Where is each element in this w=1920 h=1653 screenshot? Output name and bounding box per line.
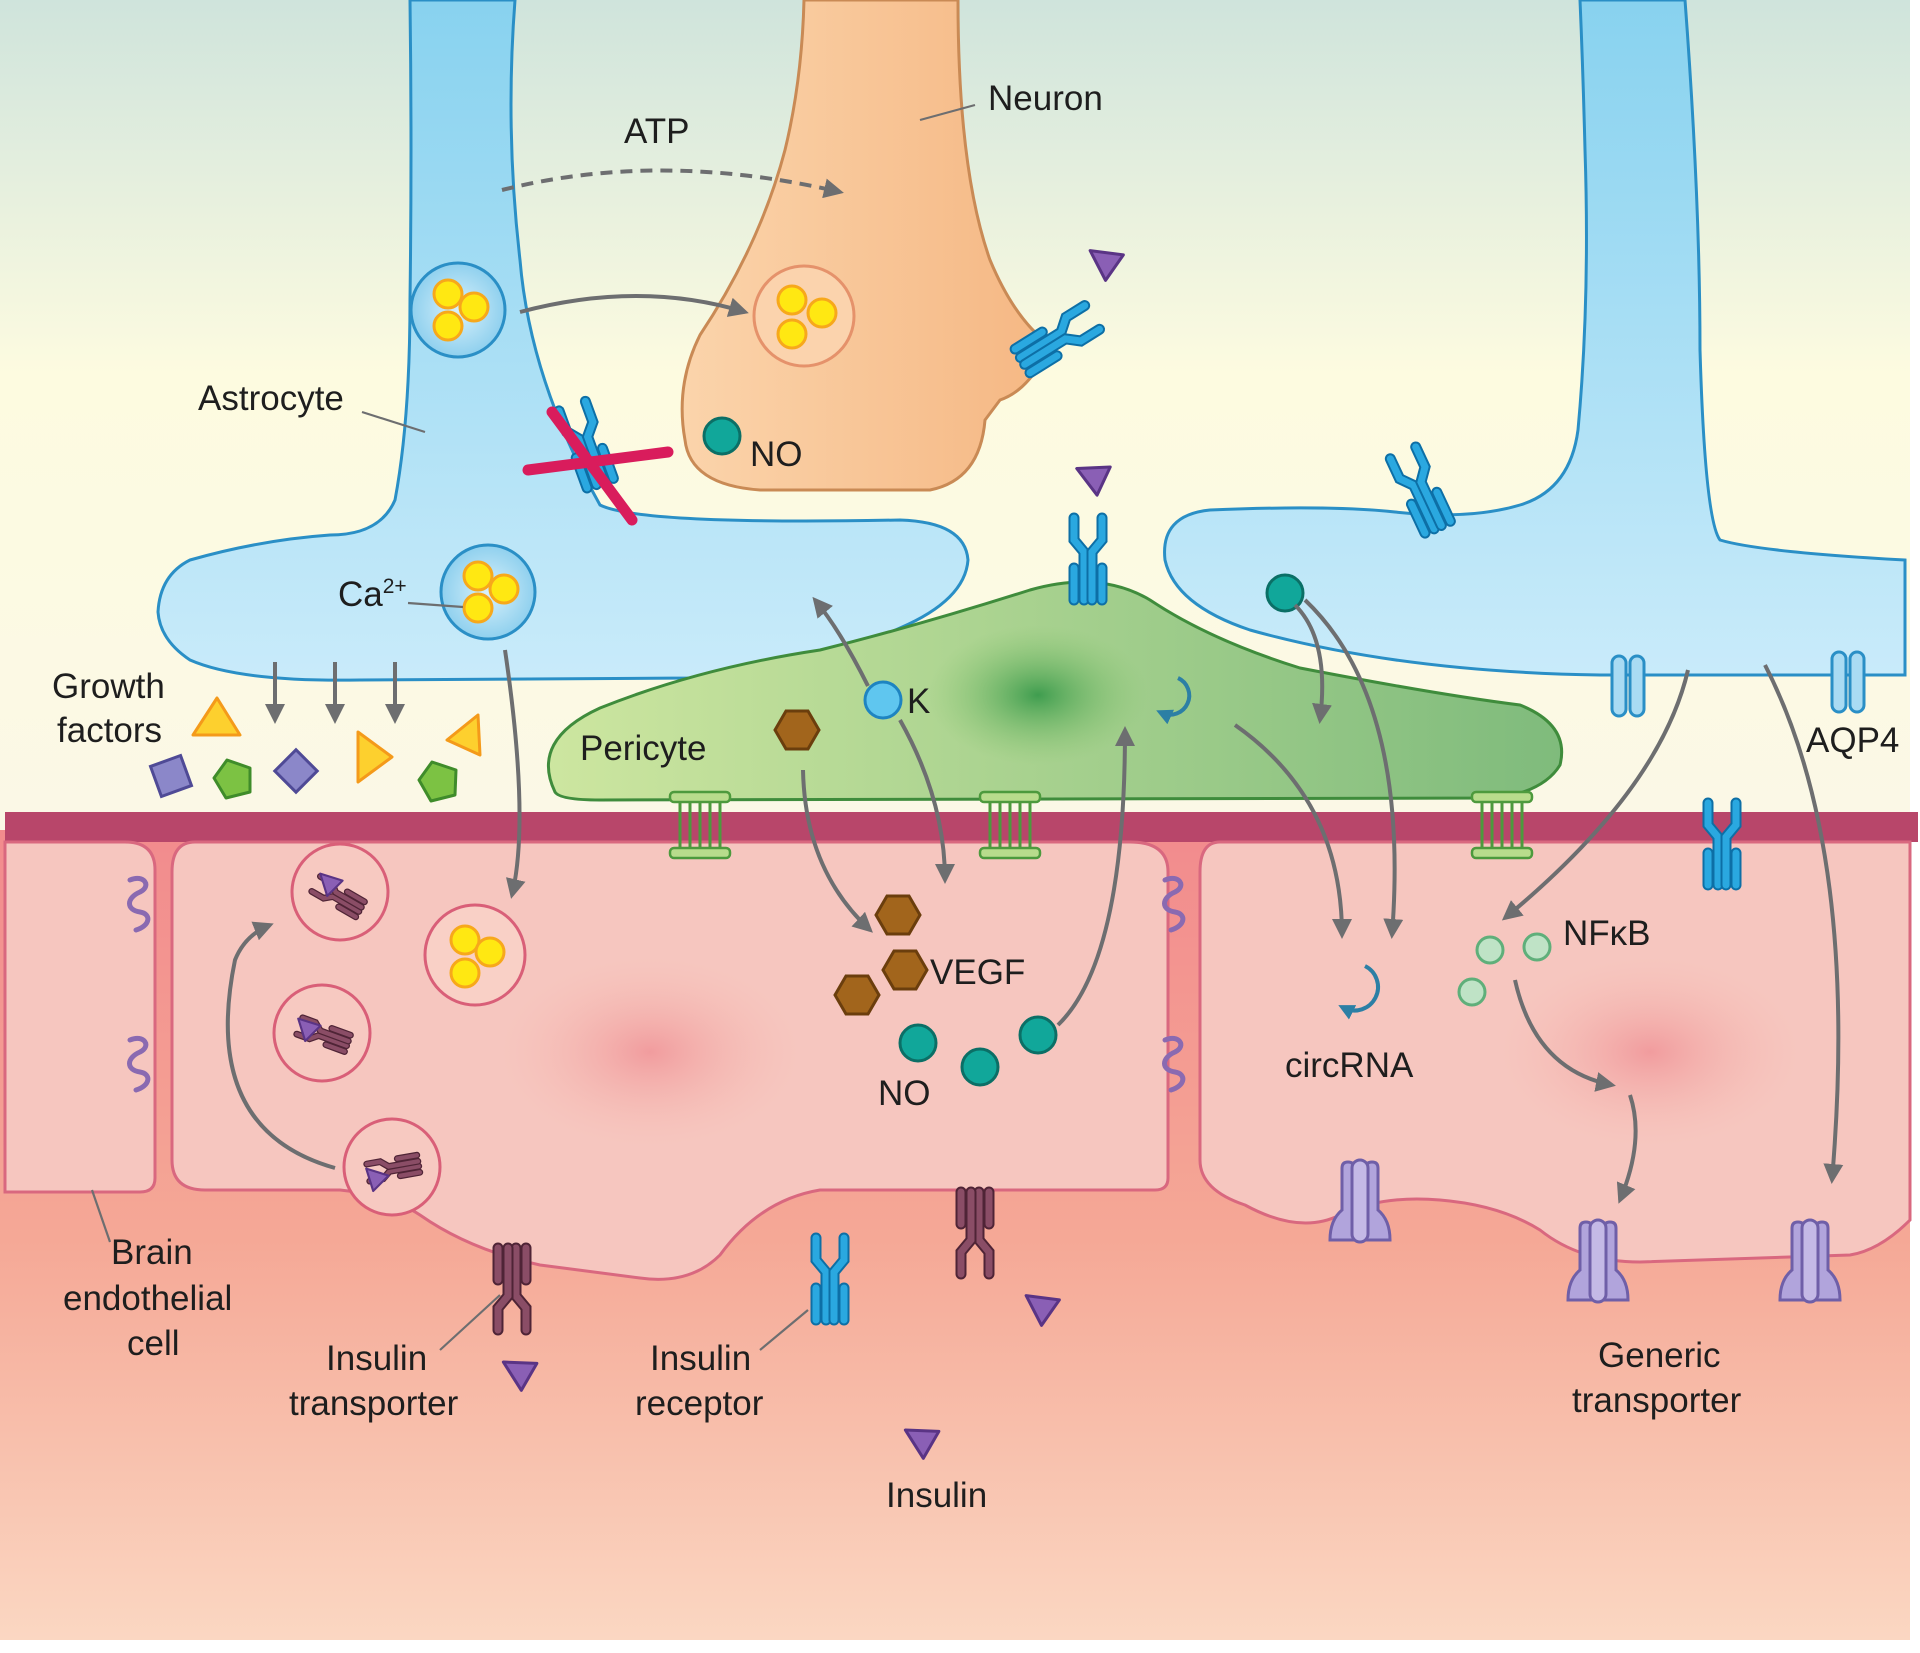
label-vegf: VEGF (930, 953, 1025, 992)
label-growth-factors-line1: Growth (52, 667, 165, 706)
transcytosis-arrow (225, 921, 336, 1170)
label-generic-transporter-line2: transporter (1572, 1381, 1742, 1420)
calcium-vesicle-arrow (503, 649, 526, 899)
endothelial-cell-left (3, 840, 157, 1194)
atp-transfer-arrow (501, 168, 844, 199)
label-no-neuron: NO (750, 435, 803, 474)
astrocyte-vesicle (409, 261, 507, 359)
label-insulin-transporter-line1: Insulin (326, 1339, 427, 1378)
vesicle-transfer-arrow (519, 294, 749, 317)
label-no-endothelial: NO (878, 1074, 931, 1113)
neuron-vesicle (752, 264, 856, 368)
astrocyte-to-nfkb-arrow (1501, 669, 1690, 921)
label-leader-lines (90, 103, 976, 1351)
inhibited-insulin-receptor (522, 401, 674, 526)
label-brain-endothelial-line2: endothelial (63, 1279, 232, 1318)
potassium-ion (863, 680, 903, 720)
astrocyte-calcium-vesicle (439, 543, 537, 641)
transcytosis-vesicle (290, 842, 390, 942)
potassium-efflux-arrow (812, 596, 870, 687)
astrocyte-right (1163, 0, 1907, 677)
pericyte-nucleus (928, 625, 1148, 765)
potassium-to-vegf-arrow (898, 719, 955, 884)
label-growth-factors-line2: factors (57, 711, 162, 750)
nfkb-signal-arrow (1513, 979, 1616, 1092)
nitric-oxide-molecule (702, 416, 742, 456)
label-insulin-transporter-line2: transporter (289, 1384, 459, 1423)
peg-socket-junction (1470, 790, 1534, 860)
peg-socket-junction (978, 790, 1042, 860)
label-aqp4: AQP4 (1806, 721, 1899, 760)
label-brain-endothelial-line3: cell (127, 1324, 180, 1363)
signal-arrows (225, 168, 1844, 1204)
label-astrocyte: Astrocyte (198, 379, 344, 418)
label-generic-transporter-line1: Generic (1598, 1336, 1721, 1375)
endothelial-nucleus (500, 957, 800, 1147)
basement-membrane (5, 812, 1918, 842)
label-pericyte: Pericyte (580, 729, 706, 768)
endothelial-vesicle (423, 903, 527, 1007)
transcytosis-vesicle (272, 983, 372, 1083)
no-to-pericyte-arrow (1056, 726, 1135, 1027)
astrocyte-to-transporter-arrow (1763, 664, 1844, 1184)
astrocyte-no-arrow (1293, 603, 1332, 724)
endothelial-nucleus (1500, 957, 1800, 1147)
label-circrna: circRNA (1285, 1046, 1414, 1085)
transcytosis-vesicle (342, 1117, 442, 1217)
labels: Neuron ATP Astrocyte NO Ca2+ Growth fact… (52, 79, 1899, 1515)
peg-socket-junction (668, 790, 732, 860)
label-atp: ATP (624, 112, 689, 151)
circrna-symbol (1156, 676, 1380, 1020)
no-to-circrna-arrow (1303, 598, 1404, 939)
label-nfkb: NFκB (1563, 914, 1651, 953)
vegf-release-arrow (801, 769, 873, 933)
label-insulin: Insulin (886, 1476, 987, 1515)
pericyte-to-circrna-arrow (1233, 723, 1352, 939)
neuron (680, 0, 1052, 492)
inhibition-cross (522, 446, 674, 476)
label-neuron: Neuron (988, 79, 1103, 118)
label-potassium: K (907, 682, 930, 721)
label-calcium: Ca2+ (338, 575, 407, 614)
label-insulin-receptor-line2: receptor (635, 1384, 764, 1423)
inhibition-cross (546, 406, 638, 526)
nfkb-to-transporter-arrow (1616, 1094, 1638, 1204)
label-insulin-receptor-line1: Insulin (650, 1339, 751, 1378)
growth-factors (148, 696, 482, 803)
label-brain-endothelial-line1: Brain (111, 1233, 193, 1272)
